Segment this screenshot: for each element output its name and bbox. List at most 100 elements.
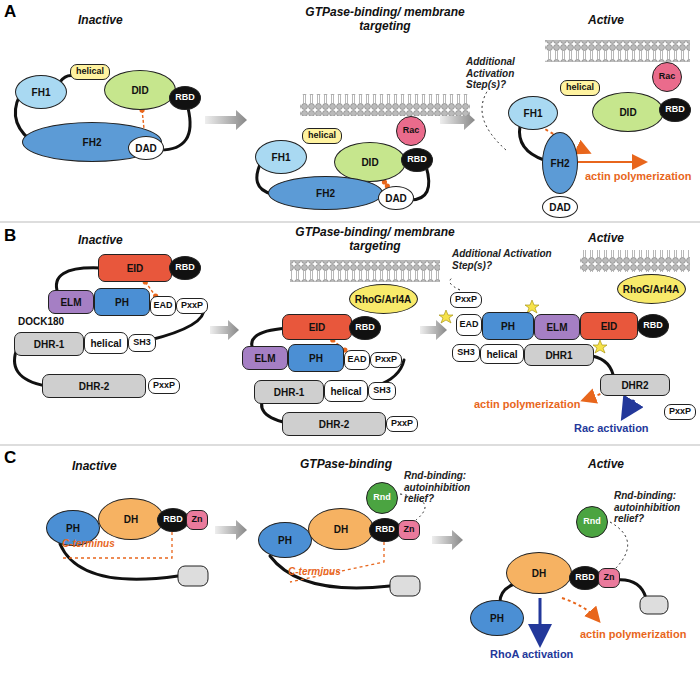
- activity-label: actin polymerization: [474, 398, 580, 411]
- domain-label: helical: [330, 386, 361, 397]
- domain-label: FH1: [272, 152, 291, 163]
- domain-shape: DID: [592, 92, 664, 132]
- domain-shape: PxxP: [148, 378, 180, 394]
- domain-shape: Rnd: [366, 482, 398, 514]
- domain-shape: EID: [282, 314, 352, 340]
- domain-shape: PxxP: [176, 298, 208, 314]
- domain-shape: RBD: [169, 256, 201, 280]
- domain-label: DID: [361, 157, 378, 168]
- domain-shape: FH2: [268, 176, 383, 210]
- domain-shape: SH3: [452, 344, 480, 362]
- stage-title: GTPase-binding: [300, 458, 392, 472]
- domain-label: SH3: [373, 386, 391, 396]
- stage-title: Active: [588, 458, 624, 472]
- stage-title: Inactive: [72, 460, 117, 474]
- panel-letter: C: [4, 448, 16, 468]
- domain-shape: Zn: [598, 568, 620, 588]
- domain-label: FH1: [32, 87, 51, 98]
- domain-shape: RBD: [659, 98, 691, 122]
- domain-label: PxxP: [669, 407, 691, 417]
- domain-label: DID: [619, 107, 636, 118]
- note: Additional Activation Step(s)?: [452, 248, 577, 271]
- domain-label: EAD: [153, 301, 172, 311]
- domain-shape: PxxP: [450, 292, 482, 308]
- domain-shape: PH: [482, 312, 534, 340]
- domain-label: Zn: [192, 515, 203, 525]
- domain-shape: EAD: [150, 296, 176, 316]
- domain-label: FH1: [524, 108, 543, 119]
- domain-label: FH2: [316, 188, 335, 199]
- domain-shape: FH2: [542, 132, 578, 194]
- domain-shape: Rnd: [576, 506, 608, 538]
- domain-label: PxxP: [181, 301, 203, 311]
- note: Rnd-binding: autoinhibition relief?: [404, 470, 500, 505]
- domain-label: RBD: [665, 105, 685, 115]
- domain-shape: RhoG/Arl4A: [617, 274, 686, 304]
- domain-shape: RBD: [157, 508, 189, 532]
- panel-letter: B: [4, 226, 16, 246]
- domain-label: PxxP: [455, 295, 477, 305]
- domain-label: helical: [76, 67, 104, 77]
- domain-label: PH: [309, 353, 323, 364]
- domain-shape: ELM: [534, 314, 580, 340]
- domain-shape: PxxP: [370, 352, 402, 368]
- domain-shape: DAD: [128, 136, 164, 160]
- activity-label: actin polymerization: [580, 628, 686, 641]
- domain-shape: PxxP: [386, 416, 418, 432]
- domain-label: EID: [309, 322, 326, 333]
- domain-shape: PH: [258, 522, 312, 558]
- domain-label: Zn: [404, 525, 415, 535]
- domain-label: ELM: [546, 322, 567, 333]
- domain-shape: PH: [470, 600, 524, 636]
- domain-shape: ELM: [48, 290, 94, 314]
- domain-label: FH2: [83, 137, 102, 148]
- domain-label: Zn: [604, 573, 615, 583]
- domain-shape: helical: [70, 64, 110, 80]
- domain-label: RBD: [175, 263, 195, 273]
- domain-label: PH: [66, 523, 80, 534]
- panel-letter: A: [4, 2, 16, 22]
- domain-shape: RBD: [569, 566, 601, 590]
- domain-label: EAD: [347, 355, 366, 365]
- domain-label: RBD: [175, 93, 195, 103]
- domain-shape: Rac: [652, 62, 682, 92]
- domain-label: DHR-2: [79, 381, 110, 392]
- protein-label: DOCK180: [18, 316, 64, 328]
- domain-label: RBD: [355, 323, 375, 333]
- domain-shape: RBD: [369, 518, 401, 542]
- domain-shape: RBD: [169, 86, 201, 110]
- membrane: [290, 40, 690, 282]
- activity-label: actin polymerization: [585, 170, 691, 183]
- domain-shape: RBD: [401, 148, 433, 172]
- domain-shape: EID: [580, 312, 638, 340]
- domain-shape: PH: [94, 288, 150, 316]
- domain-note: C-terminus: [62, 538, 115, 550]
- domain-label: PxxP: [391, 419, 413, 429]
- domain-shape: FH1: [508, 96, 558, 130]
- domain-shape: RBD: [349, 316, 381, 340]
- domain-shape: RhoG/Arl4A: [349, 284, 418, 314]
- c-terminal-tail: [178, 566, 668, 614]
- stage-title: Active: [588, 232, 624, 246]
- domain-label: PH: [115, 297, 129, 308]
- domain-shape: DAD: [378, 186, 414, 210]
- domain-shape: EID: [98, 254, 172, 282]
- domain-label: PH: [501, 321, 515, 332]
- domain-shape: DHR-2: [282, 412, 386, 436]
- domain-label: DID: [131, 85, 148, 96]
- domain-label: RhoG/Arl4A: [355, 294, 412, 305]
- domain-shape: SH3: [128, 334, 156, 352]
- activity-label: RhoA activation: [490, 648, 573, 661]
- stage-title: GTPase-binding/ membrane targeting: [300, 6, 470, 34]
- domain-label: ELM: [254, 353, 275, 364]
- domain-shape: DH: [308, 508, 374, 550]
- domain-label: RhoG/Arl4A: [623, 284, 680, 295]
- domain-shape: EAD: [456, 314, 482, 336]
- domain-label: DAD: [385, 193, 407, 204]
- domain-label: RBD: [375, 525, 395, 535]
- domain-label: PH: [278, 535, 292, 546]
- domain-label: DHR1: [545, 350, 572, 361]
- domain-shape: RBD: [637, 314, 669, 338]
- note: Additional Activation Step(s)?: [466, 56, 550, 91]
- domain-label: PxxP: [153, 381, 175, 391]
